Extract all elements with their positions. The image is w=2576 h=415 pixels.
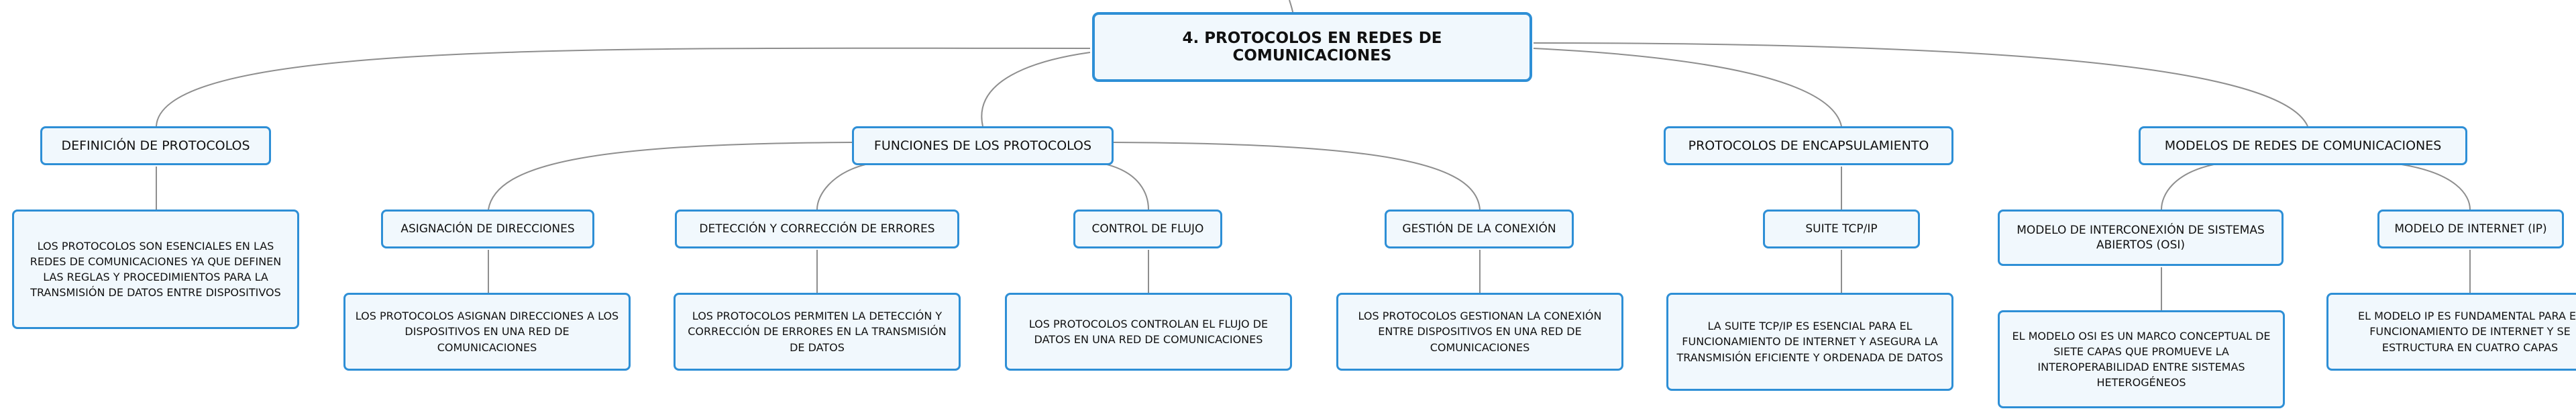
topic-suite-tcp-ip[interactable]: SUITE TCP/IP <box>1763 210 1920 248</box>
topic-asignacion-de-direcciones[interactable]: ASIGNACIÓN DE DIRECCIONES <box>381 210 594 248</box>
connector-funciones-asignacion <box>488 142 853 210</box>
topic-control-de-flujo[interactable]: CONTROL DE FLUJO <box>1073 210 1222 248</box>
topic-definicion-de-protocolos[interactable]: DEFINICIÓN DE PROTOCOLOS <box>40 126 271 165</box>
detail-modelo-osi[interactable]: EL MODELO OSI ES UN MARCO CONCEPTUAL DE … <box>1998 310 2285 408</box>
connector-root-funciones <box>981 52 1091 127</box>
connector-funciones-deteccion <box>816 164 866 210</box>
topic-gestion-de-la-conexion[interactable]: GESTIÓN DE LA CONEXIÓN <box>1385 210 1574 248</box>
connector-modelos-ip <box>2401 164 2471 210</box>
topic-modelo-de-internet[interactable]: MODELO DE INTERNET (IP) <box>2377 210 2564 248</box>
connector-root-encapsulamiento <box>1533 48 1842 127</box>
topic-modelos-de-redes[interactable]: MODELOS DE REDES DE COMUNICACIONES <box>2139 126 2467 165</box>
connector-modelos-osi <box>2161 164 2214 210</box>
topic-protocolos-de-encapsulamiento[interactable]: PROTOCOLOS DE ENCAPSULAMIENTO <box>1664 126 1953 165</box>
detail-asignacion[interactable]: LOS PROTOCOLOS ASIGNAN DIRECCIONES A LOS… <box>343 293 631 371</box>
detail-deteccion[interactable]: LOS PROTOCOLOS PERMITEN LA DETECCIÓN Y C… <box>674 293 961 371</box>
detail-definicion[interactable]: LOS PROTOCOLOS SON ESENCIALES EN LAS RED… <box>12 210 299 329</box>
detail-control[interactable]: LOS PROTOCOLOS CONTROLAN EL FLUJO DE DAT… <box>1005 293 1292 371</box>
connector-funciones-gestion <box>1113 142 1481 210</box>
connector-funciones-control <box>1106 164 1149 210</box>
connector-root-modelos <box>1533 42 2308 127</box>
root-topic[interactable]: 4. PROTOCOLOS EN REDES DE COMUNICACIONES <box>1092 12 1532 82</box>
detail-gestion[interactable]: LOS PROTOCOLOS GESTIONAN LA CONEXIÓN ENT… <box>1336 293 1623 371</box>
topic-modelo-osi[interactable]: MODELO DE INTERCONEXIÓN DE SISTEMAS ABIE… <box>1998 210 2284 266</box>
topic-deteccion-y-correccion[interactable]: DETECCIÓN Y CORRECCIÓN DE ERRORES <box>675 210 959 248</box>
detail-suite-tcp-ip[interactable]: LA SUITE TCP/IP ES ESENCIAL PARA EL FUNC… <box>1666 293 1953 391</box>
detail-modelo-ip[interactable]: EL MODELO IP ES FUNDAMENTAL PARA EL FUNC… <box>2326 293 2576 371</box>
connector-root-definicion <box>156 47 1091 127</box>
topic-funciones-de-los-protocolos[interactable]: FUNCIONES DE LOS PROTOCOLOS <box>852 126 1114 165</box>
